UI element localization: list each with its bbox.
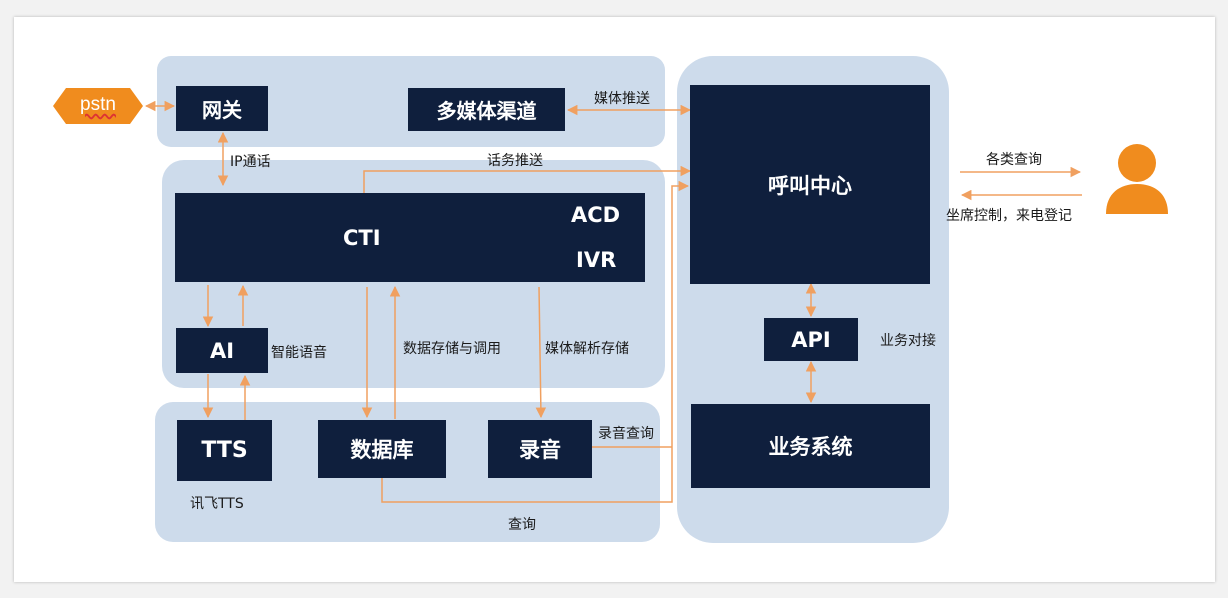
call-push-label: 话务推送 bbox=[487, 153, 543, 169]
tts-box: TTS bbox=[177, 420, 272, 481]
recording-query-label: 录音查询 bbox=[598, 426, 654, 442]
pstn-label: pstn bbox=[80, 94, 116, 115]
cti-recording-arrow bbox=[535, 286, 547, 419]
pstn-node: pstn bbox=[53, 88, 143, 124]
ip-call-label: IP通话 bbox=[230, 154, 271, 170]
media-push-label: 媒体推送 bbox=[594, 91, 650, 107]
data-storage-label: 数据存储与调用 bbox=[403, 341, 501, 357]
call-push-arrow bbox=[363, 165, 692, 193]
business-system-box: 业务系统 bbox=[691, 404, 930, 488]
cti-box: CTI ACD IVR bbox=[175, 193, 645, 282]
business-link-label: 业务对接 bbox=[880, 333, 936, 349]
user-icon bbox=[1106, 144, 1168, 214]
all-queries-label: 各类查询 bbox=[986, 152, 1042, 168]
ivr-label: IVR bbox=[576, 248, 617, 272]
smart-voice-label: 智能语音 bbox=[271, 345, 327, 361]
db-query-line bbox=[381, 180, 690, 503]
gateway-box: 网关 bbox=[176, 86, 268, 131]
multimedia-channel-box: 多媒体渠道 bbox=[408, 88, 565, 131]
pstn-hexagon-shape bbox=[53, 88, 143, 124]
cti-label: CTI bbox=[343, 226, 381, 250]
agent-control-label: 坐席控制，来电登记 bbox=[946, 208, 1072, 224]
call-center-box: 呼叫中心 bbox=[690, 85, 930, 284]
ai-box: AI bbox=[176, 328, 268, 373]
query-label: 查询 bbox=[508, 517, 536, 533]
xunfei-tts-label: 讯飞TTS bbox=[190, 496, 244, 512]
acd-label: ACD bbox=[571, 203, 621, 227]
database-box: 数据库 bbox=[318, 420, 446, 478]
media-parse-label: 媒体解析存储 bbox=[545, 341, 629, 357]
recording-box: 录音 bbox=[488, 420, 592, 478]
api-box: API bbox=[764, 318, 858, 361]
